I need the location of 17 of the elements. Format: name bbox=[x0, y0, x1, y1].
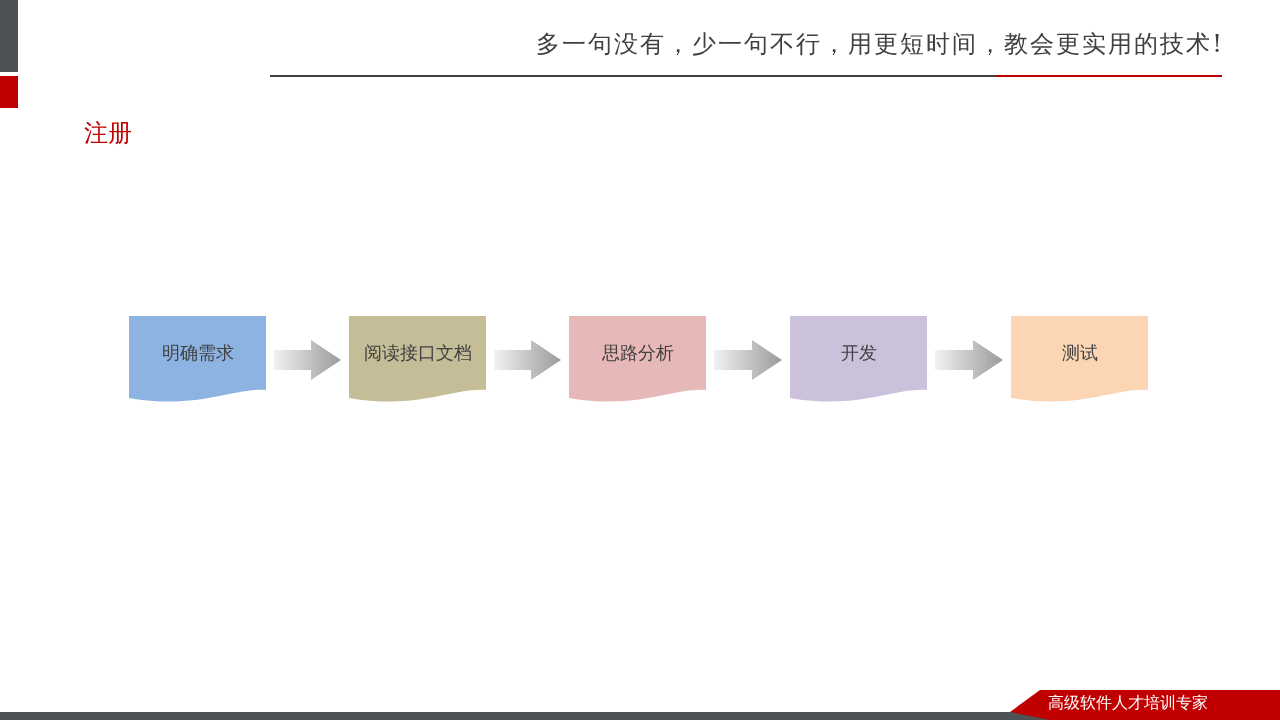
step-label: 测试 bbox=[1061, 343, 1098, 363]
step-label: 明确需求 bbox=[161, 343, 234, 363]
block-arrow bbox=[935, 340, 1003, 380]
step-label: 思路分析 bbox=[601, 343, 674, 363]
slogan: 多一句没有，少一句不行，用更短时间，教会更实用的技术! bbox=[536, 32, 1224, 56]
document-shape bbox=[129, 316, 266, 404]
block-arrow bbox=[494, 340, 561, 380]
document-shape bbox=[569, 316, 706, 404]
step-label: 阅读接口文档 bbox=[363, 343, 472, 363]
block-arrow bbox=[714, 340, 782, 380]
footer-slogan: 高级软件人才培训专家 bbox=[1048, 693, 1208, 713]
block-arrow bbox=[274, 340, 341, 380]
document-shape bbox=[790, 316, 927, 404]
step-label: 开发 bbox=[840, 343, 877, 363]
page-title: 注册 bbox=[84, 118, 132, 148]
document-shape bbox=[349, 316, 486, 404]
document-shape bbox=[1011, 316, 1148, 404]
